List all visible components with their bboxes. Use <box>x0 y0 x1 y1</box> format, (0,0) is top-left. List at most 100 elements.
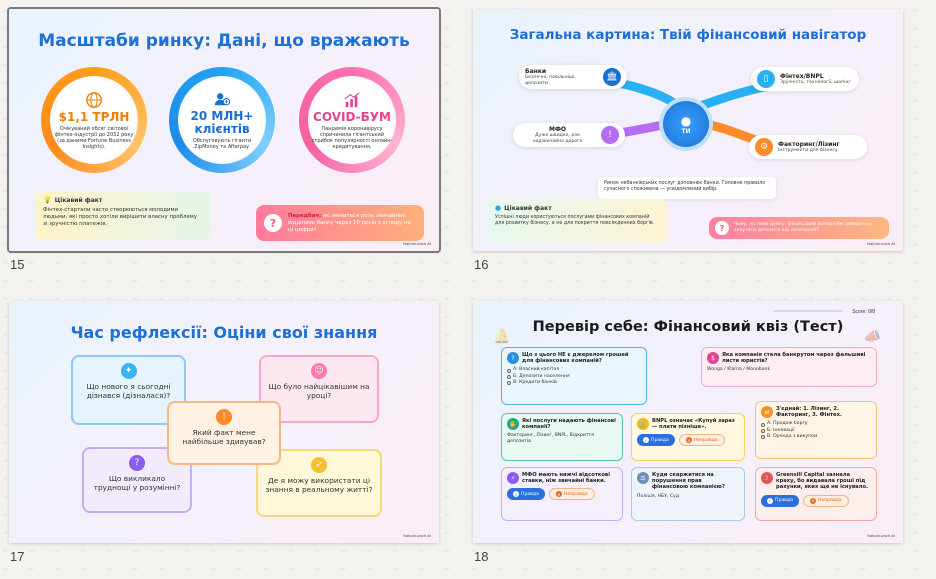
quiz-option[interactable]: В: Кредити банків <box>507 380 641 386</box>
radio-icon <box>507 381 511 386</box>
quiz-answer: Поліція, НБУ, Суд <box>637 493 679 499</box>
card-text: Який факт мене найбільше здивував? <box>182 428 266 446</box>
true-false-buttons: ✓Правда ✕Неправда <box>761 494 871 507</box>
cross-icon: ✕ <box>685 437 692 444</box>
lightbulb-icon: 💡 <box>43 196 52 204</box>
false-label: Неправда <box>563 491 588 497</box>
slide-thumbnail-17[interactable]: Час рефлексії: Оціни свої знання ✦ Що но… <box>9 301 439 543</box>
false-label: Неправда <box>693 437 718 443</box>
fact-title: Цікавий факт <box>54 196 103 204</box>
option-label: А: Продаж боргу <box>767 421 808 427</box>
false-button[interactable]: ✕Неправда <box>548 488 595 501</box>
question-text: Чому, на твою думку, фінансовим компанія… <box>734 222 873 233</box>
card-text: Що було найцікавішим на уроці? <box>268 382 370 400</box>
handshake-icon: ✋ <box>507 418 519 430</box>
option-label: Б: Депозити населення <box>513 373 570 379</box>
stat-circle-trillion: $1,1 ТРЛН Очікуваний обсяг світової фінт… <box>41 67 147 173</box>
false-button[interactable]: ✕Неправда <box>802 494 849 507</box>
phone-icon: ▯ <box>757 70 775 88</box>
quiz-question: МФО мають нижчі відсоткові ставки, ніж з… <box>522 472 610 485</box>
node-banks: Банки Безпечні, повільніші, депозити 🏛 <box>519 65 627 90</box>
node-title: Банки <box>525 68 547 75</box>
quiz-head: ⚖ Куди скаржитися на порушення прав фіна… <box>637 472 739 491</box>
brand-logo: Naholzuvach.AI <box>402 533 431 538</box>
quiz-option[interactable]: В: Оренда з викупом <box>761 434 871 440</box>
node-body: Фінтех/BNPL Зручність, технології, шопін… <box>780 73 851 86</box>
fun-fact-box: 💡 Цікавий факт Фінтех-стартапи часто ств… <box>35 191 211 239</box>
card-text: Що викликало труднощі у розумінні? <box>93 474 181 492</box>
quiz-answer: Wonga / Klarna / Monobank <box>707 367 771 373</box>
true-false-buttons: ✓Правда ✕Неправда <box>507 488 617 501</box>
slide-title: Загальна картина: Твій фінансовий навіга… <box>509 27 867 43</box>
link-icon: ⇄ <box>761 406 773 418</box>
quiz-question: Greensill Capital зазнала краху, бо вида… <box>776 472 868 491</box>
question-icon: ? <box>507 352 519 364</box>
check-icon: ✓ <box>767 497 773 504</box>
cross-icon: ✕ <box>555 491 562 498</box>
true-button[interactable]: ✓Правда <box>761 494 799 507</box>
option-label: Б: Інновації <box>767 427 795 433</box>
center-label: ТИ <box>681 127 691 135</box>
stat-description: Очікуваний обсяг світової фінтех-індустр… <box>54 125 134 150</box>
quiz-head: ? Що з цього НЕ є джерелом грошей для фі… <box>507 352 641 364</box>
true-label: Правда <box>521 491 539 497</box>
slide-title: Час рефлексії: Оціни свої знання <box>70 323 378 342</box>
quiz-head: $ Яка компанія стала банкрутом через фал… <box>707 352 871 364</box>
node-subtitle: Зручність, технології, шопінг <box>780 79 851 85</box>
money-wings-icon: $ <box>707 352 719 364</box>
true-button[interactable]: ✓Правда <box>637 434 675 447</box>
slide-number: 16 <box>474 257 489 272</box>
stat-value: 20 МЛН+ клієнтів <box>190 109 254 136</box>
person-icon: ● <box>680 113 692 128</box>
quiz-card-8: ! Greensill Capital зазнала краху, бо ви… <box>755 467 877 521</box>
lightbulb-icon: ✦ <box>120 363 137 379</box>
node-title: МФО <box>548 126 567 133</box>
alert-icon: ! <box>761 472 773 484</box>
exclamation-icon: ! <box>216 409 232 425</box>
node-factoring: ⚙ Факторинг/Лізинг Інструменти для бізне… <box>749 135 867 159</box>
quiz-card-1: ? Що з цього НЕ є джерелом грошей для фі… <box>501 347 647 405</box>
quiz-option[interactable]: Б: Інновації <box>761 428 871 434</box>
check-icon: ✓ <box>643 437 649 444</box>
warning-icon: ! <box>601 126 619 145</box>
stat-description: Пандемія коронавірусу спричинила гігантс… <box>311 125 393 150</box>
quiz-head: ⇄ З'єднай: 1. Лізинг, 2. Факторинг, 3. Ф… <box>761 406 871 418</box>
false-button[interactable]: ✕Неправда <box>678 434 725 447</box>
quiz-option[interactable]: А: Продаж боргу <box>761 421 871 427</box>
slide-thumbnail-18[interactable]: Score: 0/8 Перевір себе: Фінансовий квіз… <box>473 301 903 543</box>
quiz-question: Що з цього НЕ є джерелом грошей для фіна… <box>522 352 629 365</box>
cart-icon: 🛒 <box>637 418 649 430</box>
slide-thumbnail-15[interactable]: Масштаби ринку: Дані, що вражають $1,1 Т… <box>7 7 441 253</box>
reflection-card-surprise: ! Який факт мене найбільше здивував? <box>167 401 281 465</box>
quiz-option[interactable]: Б: Депозити населення <box>507 374 641 380</box>
slide-thumbnail-16[interactable]: Загальна картина: Твій фінансовий навіга… <box>473 9 903 251</box>
quiz-option[interactable]: А: Власний капітал <box>507 367 641 373</box>
option-label: А: Власний капітал <box>513 367 560 373</box>
quiz-card-3: ✋ Які послуги надають фінансові компанії… <box>501 413 623 461</box>
chart-growth-icon <box>344 91 360 107</box>
quiz-answer: Факторинг, Лізинг, BNPL, Відкриття депоз… <box>507 433 594 445</box>
gears-icon: ⚙ <box>755 138 773 156</box>
node-subtitle: Безпечні, повільніші, депозити <box>525 75 576 86</box>
quiz-head: 🛒 BNPL означає «Купуй зараз — плати пізн… <box>637 418 739 430</box>
quiz-question: З'єднай: 1. Лізинг, 2. Факторинг, 3. Фін… <box>776 406 842 419</box>
radio-icon <box>761 435 765 440</box>
node-mfo: МФО Дуже швидко, але надзвичайно дорого … <box>513 123 625 148</box>
false-label: Неправда <box>817 498 842 504</box>
quiz-head: ! Greensill Capital зазнала краху, бо ви… <box>761 472 871 491</box>
true-button[interactable]: ✓Правда <box>507 488 545 501</box>
true-label: Правда <box>775 498 793 504</box>
quiz-card-6: ⚡ МФО мають нижчі відсоткові ставки, ніж… <box>501 467 623 521</box>
true-false-buttons: ✓Правда ✕Неправда <box>637 434 739 447</box>
globe-icon <box>86 91 102 108</box>
slide-number: 15 <box>10 257 25 272</box>
radio-icon <box>507 368 511 373</box>
smile-icon: ☺ <box>311 363 327 379</box>
slide-number: 17 <box>10 549 25 564</box>
quiz-head: ⚡ МФО мають нижчі відсоткові ставки, ніж… <box>507 472 617 484</box>
radio-icon <box>507 375 511 380</box>
bank-icon: 🏛 <box>603 68 621 87</box>
predict-box: ? Передбач: як зміниться роль звичайних … <box>256 205 424 241</box>
card-text: Що нового я сьогодні дізнався (дізналася… <box>86 382 171 400</box>
quiz-card-4: 🛒 BNPL означає «Купуй зараз — плати пізн… <box>631 413 745 461</box>
